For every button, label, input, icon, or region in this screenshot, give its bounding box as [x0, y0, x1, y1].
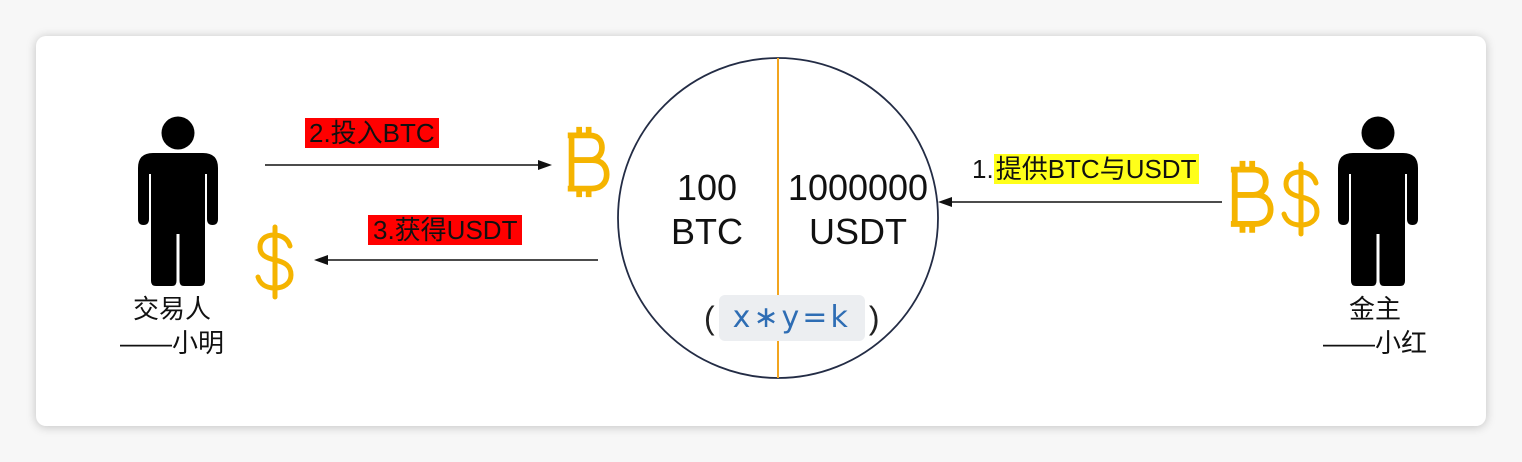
trader-role: 交易人 — [132, 294, 211, 324]
dollar-icon — [255, 224, 294, 300]
provider-label: 金主 ——小红 — [1295, 292, 1455, 360]
bitcoin-icon — [567, 126, 610, 198]
formula-expression: x∗y=k — [718, 295, 865, 341]
usdt-unit: USDT — [809, 211, 907, 252]
usdt-amount: 1000000 — [787, 167, 929, 208]
step-1-label: 1.提供BTC与USDT — [972, 153, 1200, 185]
formula-open-paren: ( — [704, 299, 715, 336]
arrow-receive-usdt — [314, 255, 598, 265]
trader-person-icon — [138, 116, 218, 286]
provider-name: ——小红 — [1322, 328, 1427, 358]
trader-name: ——小明 — [119, 328, 224, 358]
step-3-label: 3.获得USDT — [368, 215, 523, 245]
step-1-highlight: 提供BTC与USDT — [993, 154, 1200, 184]
btc-unit: BTC — [671, 211, 743, 252]
provider-bitcoin-icon — [1230, 160, 1274, 233]
arrow-deposit-btc — [265, 160, 552, 170]
pool-usdt-reserve: 1000000 USDT — [783, 166, 933, 254]
provider-dollar-icon — [1281, 161, 1320, 237]
pool-btc-reserve: 100 BTC — [637, 166, 777, 254]
btc-amount: 100 — [676, 167, 738, 208]
step-1-prefix: 1. — [972, 154, 994, 184]
provider-role: 金主 — [1348, 294, 1401, 324]
formula-close-paren: ) — [868, 299, 880, 336]
constant-product-formula: ( x∗y=k ) — [704, 294, 879, 342]
step-2-label: 2.投入BTC — [305, 118, 439, 148]
trader-label: 交易人 ——小明 — [92, 292, 252, 360]
provider-person-icon — [1338, 116, 1418, 286]
arrow-provide-liquidity — [938, 197, 1222, 207]
